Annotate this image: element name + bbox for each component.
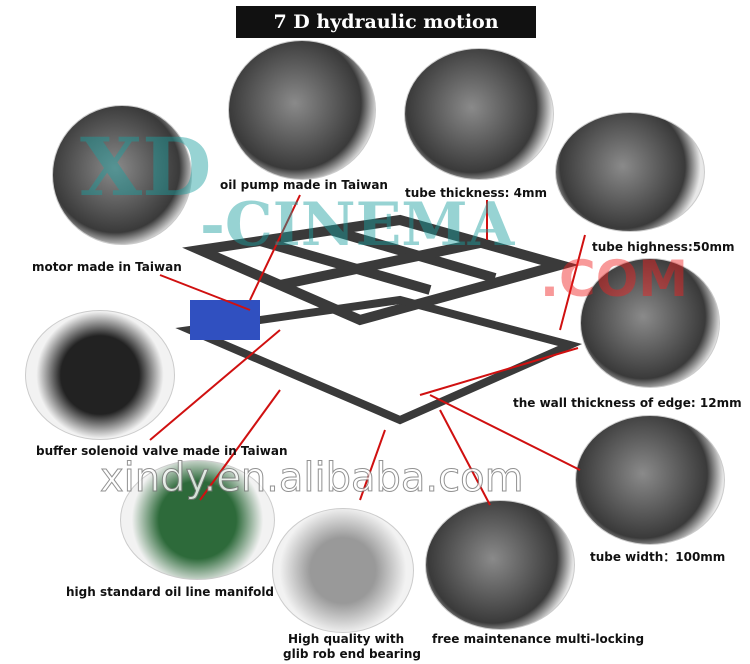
label-manifold: high standard oil line manifold [66,585,275,599]
manifold-photo [120,460,275,580]
label-oil-pump: oil pump made in Taiwan [220,178,388,192]
label-bearing-2: glib rob end bearing [283,647,421,661]
label-tube-thickness: tube thickness: 4mm [405,186,547,200]
label-wall-thickness: the wall thickness of edge: 12mm [513,396,742,410]
motor-block [190,300,260,340]
solenoid-photo [25,310,175,440]
label-tube-width: tube width：100mm [590,550,726,564]
tube-highness-photo [555,112,705,232]
label-solenoid: buffer solenoid valve made in Taiwan [36,444,288,458]
label-motor: motor made in Taiwan [32,260,182,274]
watermark-com: .COM [540,250,688,308]
label-tube-highness: tube highness:50mm [592,240,735,254]
watermark-site: xindy.en.alibaba.com [100,455,525,502]
oil-pump-photo [228,40,376,180]
bearing-photo [272,508,414,633]
locking-photo [425,500,575,630]
tube-width-photo [575,415,725,545]
label-locking: free maintenance multi-locking [432,632,645,646]
motor-photo [52,105,192,245]
wall-thickness-photo [580,258,720,388]
platform-frame [175,214,583,425]
label-bearing-1: High quality with [288,632,405,646]
watermark-xd: XD [80,120,212,214]
tube-thickness-photo [404,48,554,180]
page-title: 7 D hydraulic motion platform [236,6,536,65]
arrows [149,194,586,506]
watermark-cinema: -CINEMA [200,190,515,260]
